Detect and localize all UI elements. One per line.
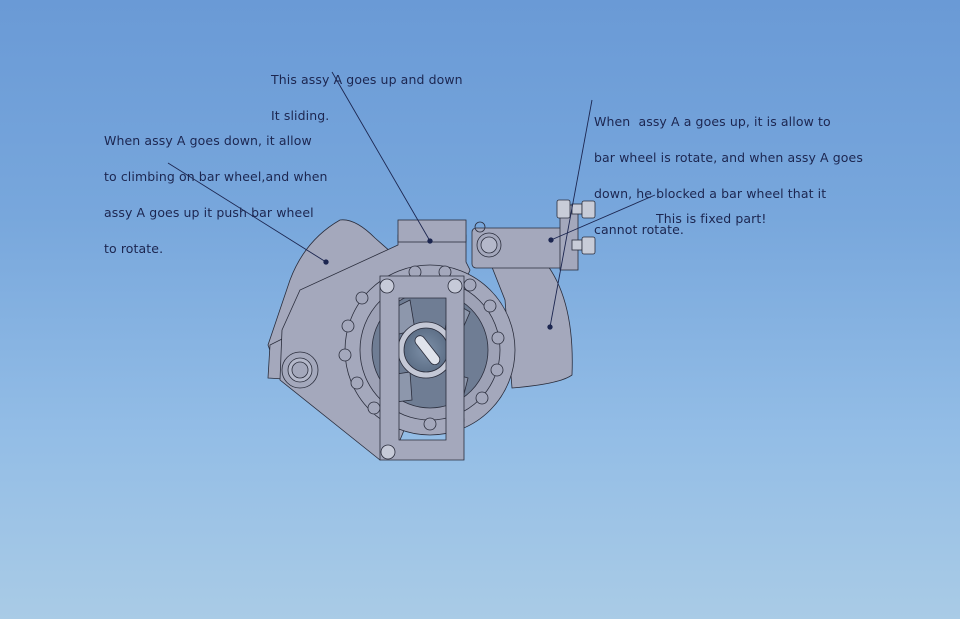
annotation-line: bar wheel is rotate, and when assy A goe…	[594, 150, 863, 165]
annotation-sliding: This assy A goes up and down It sliding.	[271, 50, 463, 134]
annotation-line: down, he blocked a bar wheel that it	[594, 186, 827, 201]
annotation-line: to climbing on bar wheel,and when	[104, 169, 328, 184]
annotation-fixed-part: This is fixed part!	[656, 189, 767, 237]
annotation-climbing: When assy A goes down, it allow to climb…	[104, 111, 328, 267]
annotation-line: to rotate.	[104, 241, 164, 256]
annotation-blocking: When assy A a goes up, it is allow to ba…	[594, 92, 863, 248]
bolt-icon	[556, 199, 596, 255]
vertical-frame-assy-a	[379, 275, 465, 461]
sliding-block-assy-a	[397, 219, 467, 243]
annotation-line: assy A goes up it push bar wheel	[104, 205, 314, 220]
annotation-line: When assy A goes down, it allow	[104, 133, 312, 148]
annotation-line: When assy A a goes up, it is allow to	[594, 114, 831, 129]
bolt-icon	[379, 278, 463, 460]
annotation-line: This assy A goes up and down	[271, 72, 463, 87]
annotation-line: It sliding.	[271, 108, 330, 123]
annotation-line: This is fixed part!	[656, 211, 767, 226]
annotation-line: cannot rotate.	[594, 222, 684, 237]
